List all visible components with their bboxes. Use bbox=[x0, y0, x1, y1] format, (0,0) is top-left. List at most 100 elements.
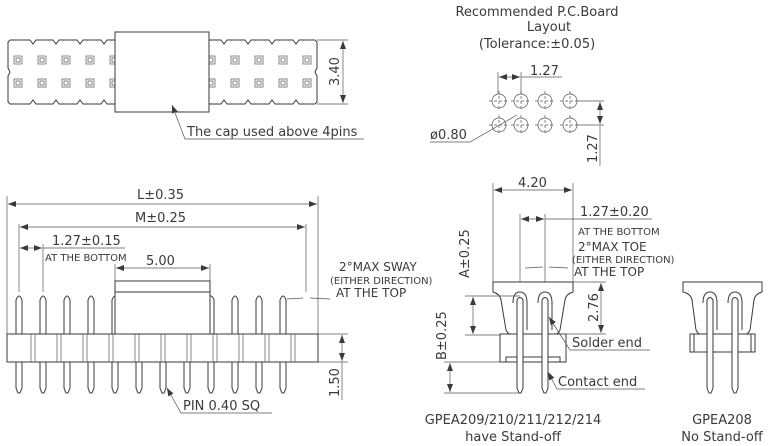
front-pin-2 bbox=[541, 297, 549, 394]
solder-end-label: Solder end bbox=[572, 336, 642, 351]
pin-lower bbox=[159, 362, 167, 394]
sway-line3: AT THE TOP bbox=[336, 286, 406, 300]
pin-hole-inner bbox=[15, 57, 21, 63]
pin-lower bbox=[135, 362, 143, 394]
pin-lower bbox=[255, 362, 263, 394]
pin-hole bbox=[13, 55, 23, 65]
cap bbox=[114, 31, 210, 113]
pin-lower bbox=[63, 362, 71, 394]
pin-hole bbox=[61, 55, 71, 65]
alt-caption-line1: GPEA208 bbox=[692, 413, 752, 428]
pin-hole bbox=[13, 78, 23, 88]
pin-hole bbox=[278, 55, 288, 65]
toe-line3: AT THE TOP bbox=[574, 265, 644, 279]
pin-lower bbox=[87, 362, 95, 394]
pin-row bbox=[6, 295, 319, 394]
pin-upper bbox=[231, 295, 239, 334]
pin-hole bbox=[278, 78, 288, 88]
pcb-pitch-v-label: 1.27 bbox=[586, 134, 601, 163]
pin-hole-inner bbox=[232, 57, 238, 63]
pin-hole-inner bbox=[256, 57, 262, 63]
pin-upper bbox=[255, 295, 263, 334]
front-pitch-label: 1.27±0.20 bbox=[580, 205, 649, 220]
contact-end-label: Contact end bbox=[558, 375, 637, 390]
contact-end-leader bbox=[547, 371, 645, 390]
pcb-pitch-h-label: 1.27 bbox=[530, 64, 559, 79]
top-view: 3.40 The cap used above 4pins bbox=[7, 31, 364, 140]
front-view: 4.20 1.27±0.20 AT THE BOTTOM 2°MAX TOE (… bbox=[425, 176, 675, 445]
length-L-label: L±0.35 bbox=[137, 188, 184, 203]
front-pitch-note: AT THE BOTTOM bbox=[578, 227, 660, 238]
pcb-title-line1: Recommended P.C.Board bbox=[455, 5, 618, 20]
header-body bbox=[6, 333, 319, 363]
front-housing bbox=[492, 281, 574, 335]
pin-lower bbox=[279, 362, 287, 394]
pin-hole-inner bbox=[304, 57, 310, 63]
pin-upper bbox=[39, 295, 47, 334]
pin-hole-inner bbox=[87, 80, 93, 86]
front-caption-line1: GPEA209/210/211/212/214 bbox=[425, 413, 602, 428]
alt-housing bbox=[682, 281, 763, 335]
pin-hole-inner bbox=[39, 57, 45, 63]
pin-hole bbox=[254, 55, 264, 65]
pin-lower bbox=[39, 362, 47, 394]
alt-view: GPEA208 No Stand-off bbox=[681, 281, 764, 445]
pin-hole bbox=[85, 78, 95, 88]
front-base bbox=[499, 333, 567, 363]
toe-line2: (EITHER DIRECTION) bbox=[572, 255, 675, 266]
pin-lower bbox=[111, 362, 119, 394]
dim-276-label: 2.76 bbox=[587, 293, 602, 322]
pin-upper bbox=[279, 295, 287, 334]
pin-lower bbox=[183, 362, 191, 394]
pin-lower bbox=[207, 362, 215, 394]
pin-hole-inner bbox=[87, 57, 93, 63]
pin-hole-grid bbox=[13, 55, 312, 88]
pin-hole bbox=[37, 55, 47, 65]
hole-dia-leader bbox=[430, 114, 518, 143]
pin-hole-inner bbox=[63, 80, 69, 86]
body-height-label: 1.50 bbox=[328, 368, 343, 397]
alt-caption-line2: No Stand-off bbox=[681, 430, 764, 445]
pitch-label: 1.27±0.15 bbox=[52, 234, 121, 249]
front-pin-1 bbox=[516, 297, 524, 394]
pin-hole-inner bbox=[15, 80, 21, 86]
hole-dia-label: ø0.80 bbox=[430, 128, 467, 143]
alt-pin-1 bbox=[706, 297, 714, 394]
solder-end-leader bbox=[548, 316, 650, 351]
front-caption-line2: have Stand-off bbox=[465, 430, 562, 445]
sway-line2: (EITHER DIRECTION) bbox=[330, 276, 433, 287]
pin-hole bbox=[302, 55, 312, 65]
pin-hole-inner bbox=[39, 80, 45, 86]
dim-B-label: B±0.25 bbox=[435, 311, 450, 360]
pin-hole bbox=[254, 78, 264, 88]
pin-hole-inner bbox=[256, 80, 262, 86]
pcb-hole-pattern bbox=[489, 91, 580, 135]
pin-leader bbox=[166, 387, 272, 414]
pin-hole bbox=[37, 78, 47, 88]
pin-upper bbox=[15, 295, 23, 334]
dim-A-label: A±0.25 bbox=[458, 229, 473, 278]
cap-width-label: 5.00 bbox=[146, 254, 175, 269]
pin-note: PIN 0.40 SQ bbox=[183, 399, 260, 414]
pin-hole-inner bbox=[280, 80, 286, 86]
alt-pin-2 bbox=[731, 297, 739, 394]
pin-hole-inner bbox=[304, 80, 310, 86]
pin-hole bbox=[302, 78, 312, 88]
side-view: L±0.35 M±0.25 1.27±0.15 AT THE BOTTOM 5.… bbox=[6, 188, 433, 414]
pin-hole bbox=[85, 55, 95, 65]
pin-hole bbox=[230, 78, 240, 88]
alt-base bbox=[689, 333, 756, 353]
sway-line1: 2°MAX SWAY bbox=[339, 260, 417, 274]
pin-hole-inner bbox=[208, 57, 214, 63]
pin-lower bbox=[15, 362, 23, 394]
pin-hole-inner bbox=[280, 57, 286, 63]
pin-hole-inner bbox=[63, 57, 69, 63]
pcb-layout: Recommended P.C.Board Layout (Tolerance:… bbox=[430, 5, 619, 166]
toe-line1: 2°MAX TOE bbox=[578, 240, 647, 254]
side-cap bbox=[114, 280, 211, 335]
pcb-title-line2: Layout bbox=[527, 20, 571, 35]
pin-upper bbox=[63, 295, 71, 334]
pin-hole bbox=[230, 55, 240, 65]
pin-hole-inner bbox=[232, 80, 238, 86]
